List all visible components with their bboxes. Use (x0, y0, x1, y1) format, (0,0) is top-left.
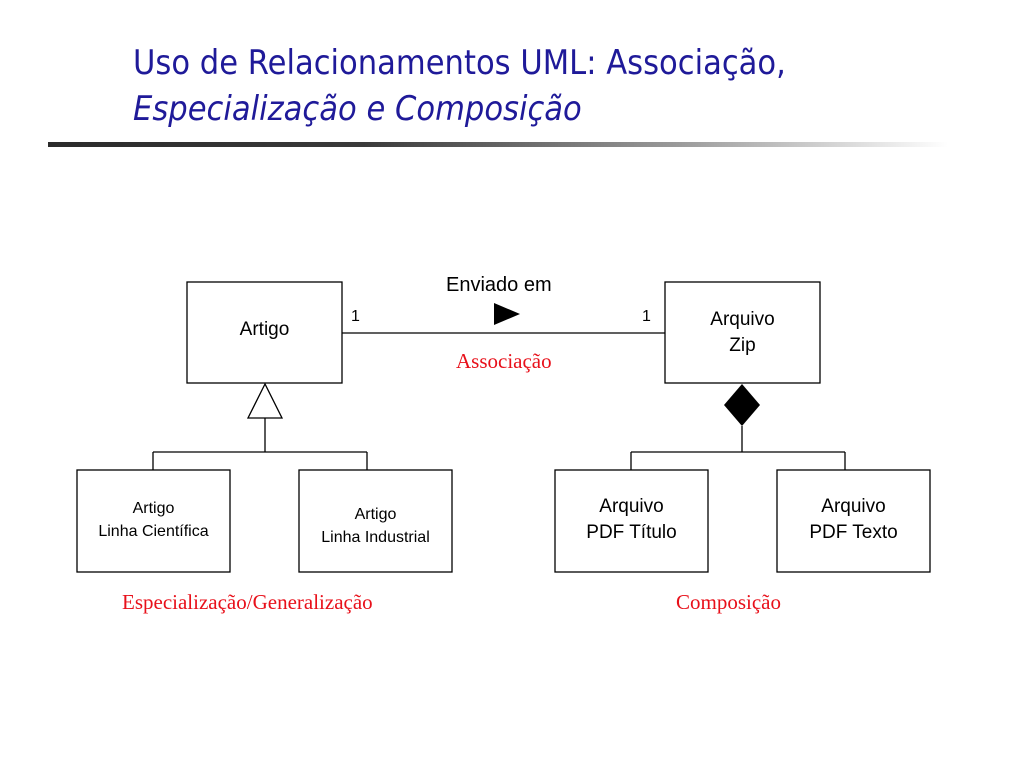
composition-diamond-icon (724, 384, 760, 426)
class-label-artigo: Artigo (239, 319, 290, 340)
caption-composicao: Composição (676, 590, 781, 614)
multiplicity-left: 1 (351, 308, 360, 325)
class-box-artigo (186, 281, 343, 384)
multiplicity-right: 1 (642, 308, 651, 325)
caption-associacao: Associação (456, 349, 552, 373)
slide-title-line2: Especialização e Composição (133, 89, 582, 129)
caption-especializacao: Especialização/Generalização (122, 590, 373, 614)
slide-title-line1: Uso de Relacionamentos UML: Associação, (133, 43, 786, 83)
title-divider (48, 142, 948, 147)
class-box-arquivo-pdf-titulo (554, 469, 709, 573)
class-label-artigo-industrial: Artigo Linha Industrial (321, 506, 430, 546)
slide-title: Uso de Relacionamentos UML: Associação, … (133, 40, 786, 132)
class-label-arquivo-pdf-texto: Arquivo PDF Texto (809, 496, 898, 543)
class-label-arquivo-zip: Arquivo Zip (710, 308, 775, 356)
class-box-artigo-cientifica (76, 469, 231, 573)
class-box-artigo-industrial (298, 469, 453, 573)
association-label: Enviado em (446, 274, 552, 296)
class-box-arquivo-pdf-texto (776, 469, 931, 573)
class-label-arquivo-pdf-titulo: Arquivo PDF Título (586, 496, 677, 543)
class-label-artigo-cientifica: Artigo Linha Científica (98, 500, 209, 540)
direction-arrow-icon (494, 303, 520, 325)
generalization-triangle-icon (246, 382, 284, 419)
